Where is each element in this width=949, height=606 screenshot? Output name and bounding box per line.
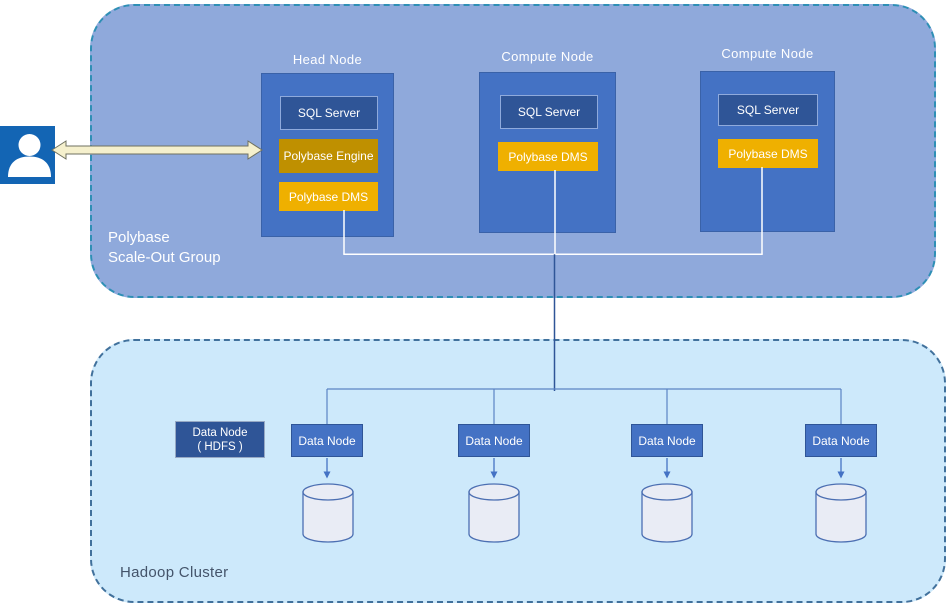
person-glyph <box>8 134 51 177</box>
compute-node-1-polybase-dms: Polybase DMS <box>498 142 598 171</box>
compute-node-2-polybase-dms: Polybase DMS <box>718 139 818 168</box>
data-node-hdfs: Data Node ( HDFS ) <box>175 421 265 458</box>
data-node-2: Data Node <box>458 424 530 457</box>
data-node-3: Data Node <box>631 424 703 457</box>
head-node-polybase-engine: Polybase Engine <box>279 139 378 173</box>
compute-node-2: SQL Server Polybase DMS <box>700 71 835 232</box>
compute-node-2-sql-server: SQL Server <box>718 94 818 126</box>
user-icon <box>0 126 55 184</box>
hadoop-cluster-label: Hadoop Cluster <box>120 564 229 581</box>
data-node-hdfs-line1: Data Node <box>192 426 248 439</box>
head-node-polybase-dms: Polybase DMS <box>279 182 378 211</box>
scale-out-group-label-line1: Polybase <box>108 229 170 246</box>
data-node-1: Data Node <box>291 424 363 457</box>
head-node-title: Head Node <box>292 52 363 67</box>
data-node-4: Data Node <box>805 424 877 457</box>
scale-out-group-label-line2: Scale-Out Group <box>108 249 221 266</box>
head-node: SQL Server Polybase Engine Polybase DMS <box>261 73 394 237</box>
head-node-sql-server: SQL Server <box>280 96 378 130</box>
hadoop-cluster-group: Hadoop Cluster <box>90 339 946 603</box>
compute-node-1-title: Compute Node <box>501 49 594 64</box>
scale-out-group-label: Polybase Scale-Out Group <box>108 228 221 268</box>
data-node-hdfs-line2: ( HDFS ) <box>197 440 243 453</box>
compute-node-1: SQL Server Polybase DMS <box>479 72 616 233</box>
compute-node-1-sql-server: SQL Server <box>500 95 598 129</box>
compute-node-2-title: Compute Node <box>721 46 814 61</box>
